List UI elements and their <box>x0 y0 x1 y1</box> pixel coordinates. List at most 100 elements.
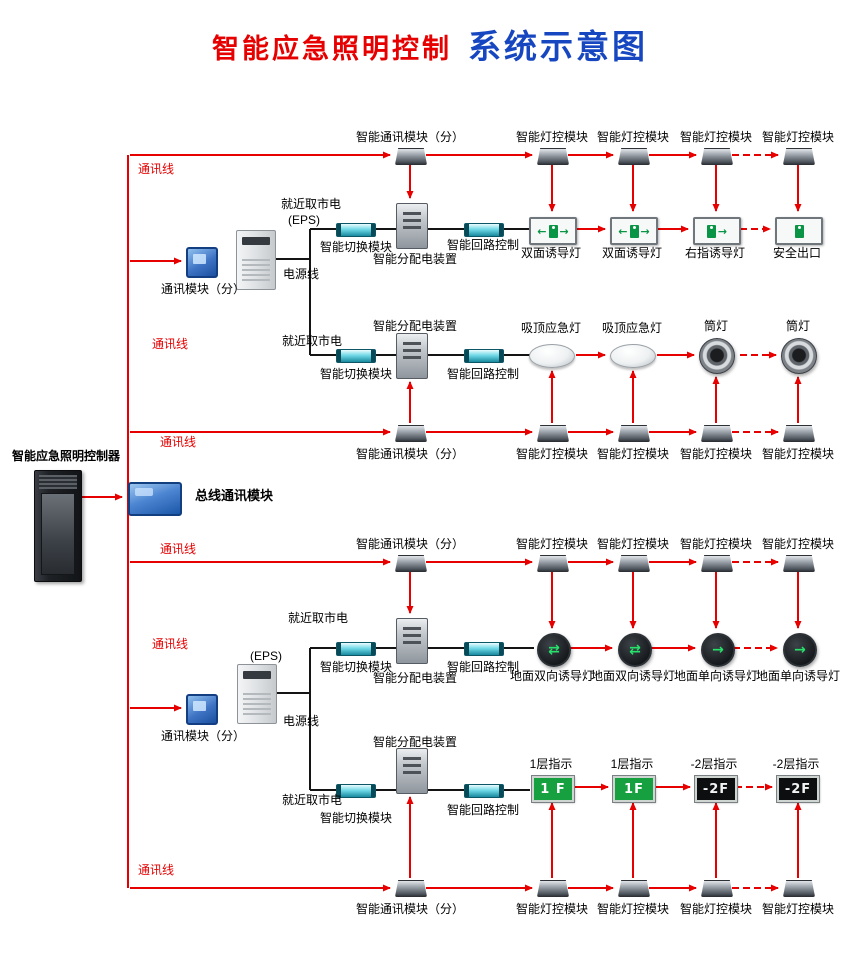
lamp-ctrl-module <box>537 555 569 572</box>
page-title: 智能应急照明控制 系统示意图 <box>0 20 860 68</box>
power-lines <box>274 228 534 791</box>
lamp-ctrl-module-label: 智能灯控模块 <box>515 130 588 144</box>
downlight-label: 筒灯 <box>703 319 728 333</box>
switch-module <box>336 642 376 656</box>
title-red-part: 智能应急照明控制 <box>212 34 452 64</box>
ceiling-lamp-label: 吸顶应急灯 <box>520 321 581 335</box>
mains-nearby-label: 就近取市电 <box>287 611 348 625</box>
lamp-ctrl-module-label: 智能灯控模块 <box>761 537 834 551</box>
running-man-icon <box>706 224 716 238</box>
floor-neg2-indicator-label: -2层指示 <box>772 757 820 771</box>
double-guide-label: 双面诱导灯 <box>601 246 662 260</box>
lamp-ctrl-module-label: 智能灯控模块 <box>596 537 669 551</box>
controller-label: 智能应急照明控制器 <box>11 449 120 463</box>
lamp-ctrl-module <box>783 555 815 572</box>
comm-lines <box>82 151 802 892</box>
right-guide-lamp: → <box>693 217 741 245</box>
right-arrow-icon: → <box>640 224 650 238</box>
controller-cabinet <box>34 470 82 582</box>
double-guide-lamp: ← → <box>529 217 577 245</box>
floor-sign-1f: 1F <box>613 776 655 802</box>
smart-comm-module <box>395 425 427 442</box>
switch-module <box>336 349 376 363</box>
lamp-ctrl-module-label: 智能灯控模块 <box>596 447 669 461</box>
power-line-label: 电源线 <box>282 267 319 281</box>
title-blue-part: 系统示意图 <box>468 28 648 65</box>
mains-nearby-label: 就近取市电 <box>281 334 342 348</box>
safe-exit-label: 安全出口 <box>772 246 821 260</box>
downlight-lamp <box>699 338 735 374</box>
switch-module-label: 智能切换模块 <box>319 367 392 381</box>
lamp-ctrl-module <box>701 880 733 897</box>
ground-uni-guide-lamp: → <box>783 633 817 667</box>
floor-neg2-indicator-label: -2层指示 <box>690 757 738 771</box>
loop-control-label: 智能回路控制 <box>446 367 519 381</box>
smart-comm-module-label: 智能通讯模块（分） <box>355 537 464 551</box>
smart-comm-module-label: 智能通讯模块（分） <box>355 447 464 461</box>
comm-sub-module <box>186 247 218 278</box>
lamp-ctrl-module-label: 智能灯控模块 <box>679 902 752 916</box>
dist-device-label: 智能分配电装置 <box>373 252 458 266</box>
double-guide-lamp: ← → <box>610 217 658 245</box>
running-man-icon <box>629 224 639 238</box>
dist-device <box>396 618 428 664</box>
lamp-ctrl-module <box>701 555 733 572</box>
switch-module-label: 智能切换模块 <box>319 811 392 825</box>
floor-sign-neg2f: -2F <box>777 776 819 802</box>
loop-control-label: 智能回路控制 <box>446 803 519 817</box>
lamp-ctrl-module <box>618 425 650 442</box>
right-arrow-icon: → <box>717 224 728 238</box>
ceiling-emergency-lamp <box>529 344 575 368</box>
lamp-ctrl-module-label: 智能灯控模块 <box>761 130 834 144</box>
comm-line-label: 通讯线 <box>137 863 174 877</box>
ground-bi-label: 地面双向诱导灯 <box>590 669 675 683</box>
uni-arrow-icon: → <box>794 642 806 658</box>
dist-device-label: 智能分配电装置 <box>373 735 458 749</box>
lamp-ctrl-module-label: 智能灯控模块 <box>596 130 669 144</box>
ground-uni-label: 地面单向诱导灯 <box>673 669 758 683</box>
smart-comm-module-label: 智能通讯模块（分） <box>355 130 464 144</box>
ground-bi-guide-lamp: ⇄ <box>537 633 571 667</box>
loop-control-label: 智能回路控制 <box>446 238 519 252</box>
loop-control-module <box>464 223 504 237</box>
running-man-icon <box>794 224 804 238</box>
switch-module <box>336 223 376 237</box>
floor1-indicator-label: 1层指示 <box>610 757 654 771</box>
ground-uni-guide-lamp: → <box>701 633 735 667</box>
eps-cabinet <box>237 664 277 724</box>
lamp-ctrl-module-label: 智能灯控模块 <box>515 537 588 551</box>
smart-comm-module-label: 智能通讯模块（分） <box>355 902 464 916</box>
left-arrow-icon: ← <box>618 224 628 238</box>
double-guide-label: 双面诱导灯 <box>520 246 581 260</box>
downlight-label: 筒灯 <box>785 319 810 333</box>
lamp-ctrl-module-label: 智能灯控模块 <box>761 902 834 916</box>
smart-comm-module <box>395 880 427 897</box>
lamp-ctrl-module-label: 智能灯控模块 <box>679 537 752 551</box>
ceiling-lamp-label: 吸顶应急灯 <box>601 321 662 335</box>
smart-comm-module <box>395 555 427 572</box>
right-guide-label: 右指诱导灯 <box>684 246 745 260</box>
power-line-label: 电源线 <box>282 714 319 728</box>
loop-control-label: 智能回路控制 <box>446 660 519 674</box>
floor-sign-neg2f: -2F <box>695 776 737 802</box>
loop-control-module <box>464 642 504 656</box>
bus-comm-module-label: 总线通讯模块 <box>194 488 273 503</box>
lamp-ctrl-module-label: 智能灯控模块 <box>515 447 588 461</box>
eps-cabinet <box>236 230 276 290</box>
ground-uni-label: 地面单向诱导灯 <box>755 669 840 683</box>
comm-line-label: 通讯线 <box>151 337 188 351</box>
running-man-icon <box>548 224 558 238</box>
lamp-ctrl-module <box>537 880 569 897</box>
lamp-ctrl-module <box>783 148 815 165</box>
lamp-ctrl-module-label: 智能灯控模块 <box>761 447 834 461</box>
dist-device-label: 智能分配电装置 <box>373 671 458 685</box>
lamp-ctrl-module-label: 智能灯控模块 <box>679 130 752 144</box>
dist-device-label: 智能分配电装置 <box>373 319 458 333</box>
cabinet-door <box>41 493 75 575</box>
dist-device <box>396 333 428 379</box>
lamp-ctrl-module <box>618 880 650 897</box>
eps-label: (EPS) <box>249 649 282 663</box>
bi-arrow-icon: ⇄ <box>548 642 560 658</box>
comm-sub-module-label: 通讯模块（分） <box>160 282 245 296</box>
